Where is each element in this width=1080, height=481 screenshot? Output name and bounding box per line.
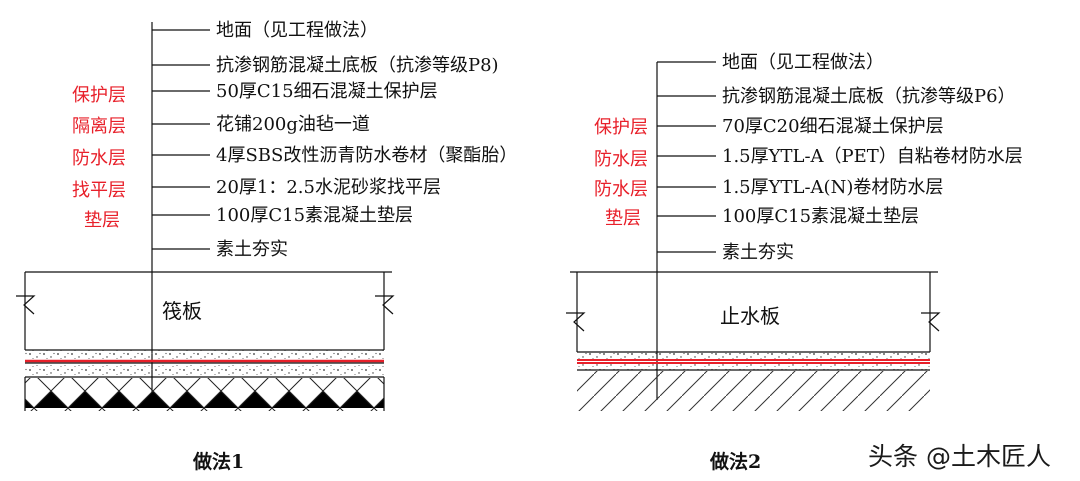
break-mark-right-2 xyxy=(921,312,941,332)
label-floor-2: 地面（见工程做法） xyxy=(722,52,884,73)
caption-2: 做法2 xyxy=(709,450,761,473)
label-floor: 地面（见工程做法） xyxy=(216,20,378,41)
protection-layer-2 xyxy=(577,352,930,359)
red-label-protection: 保护层 xyxy=(72,85,126,106)
watermark: 头条 @土木匠人 xyxy=(868,442,1051,471)
label-protection: 50厚C15细石混凝土保护层 xyxy=(216,81,438,102)
compacted-soil-1 xyxy=(25,378,384,411)
label-cushion: 100厚C15素混凝土垫层 xyxy=(216,205,413,226)
red-label-cushion-2: 垫层 xyxy=(605,208,641,229)
break-mark-left-2 xyxy=(566,312,586,332)
label-waterproof-b-2: 1.5厚YTL-A(N)卷材防水层 xyxy=(722,177,943,198)
cushion-layer-1 xyxy=(25,365,384,377)
red-label-leveling: 找平层 xyxy=(72,180,126,201)
slab-name-2: 止水板 xyxy=(720,304,780,328)
label-waterproof: 4厚SBS改性沥青防水卷材（聚酯胎） xyxy=(216,145,517,166)
red-label-protection-2: 保护层 xyxy=(594,117,648,138)
detail-2: 地面（见工程做法） 抗渗钢筋混凝土底板（抗渗等级P6） 70厚C20细石混凝土保… xyxy=(566,52,1023,473)
red-label-waterproof-b-2: 防水层 xyxy=(594,179,648,200)
break-mark-right-1 xyxy=(375,295,395,315)
red-label-cushion: 垫层 xyxy=(84,210,120,231)
label-waterproof-a-2: 1.5厚YTL-A（PET）自粘卷材防水层 xyxy=(722,146,1023,167)
label-protection-2: 70厚C20细石混凝土保护层 xyxy=(722,116,944,137)
compacted-soil-2 xyxy=(577,371,930,411)
break-mark-left-1 xyxy=(16,295,36,315)
slab-name-1: 筏板 xyxy=(162,299,202,323)
leader-ticks-2 xyxy=(657,61,716,253)
detail-1: 地面（见工程做法） 抗渗钢筋混凝土底板（抗渗等级P8) 50厚C15细石混凝土保… xyxy=(16,20,517,473)
red-label-isolation: 隔离层 xyxy=(72,116,126,137)
cushion-layer-2 xyxy=(577,364,930,370)
label-cushion-2: 100厚C15素混凝土垫层 xyxy=(722,206,919,227)
protection-layer-1 xyxy=(25,350,384,360)
caption-1: 做法1 xyxy=(192,450,244,473)
red-label-waterproof: 防水层 xyxy=(72,148,126,169)
label-soil-2: 素土夯实 xyxy=(722,242,794,263)
red-label-waterproof-a-2: 防水层 xyxy=(594,149,648,170)
leader-ticks-1 xyxy=(152,29,210,250)
label-soil: 素土夯实 xyxy=(216,239,288,260)
label-base-slab: 抗渗钢筋混凝土底板（抗渗等级P8) xyxy=(216,55,499,76)
label-leveling: 20厚1：2.5水泥砂浆找平层 xyxy=(216,177,441,198)
label-base-slab-2: 抗渗钢筋混凝土底板（抗渗等级P6） xyxy=(722,86,1016,107)
label-isolation: 花铺200g油毡一道 xyxy=(216,114,370,135)
